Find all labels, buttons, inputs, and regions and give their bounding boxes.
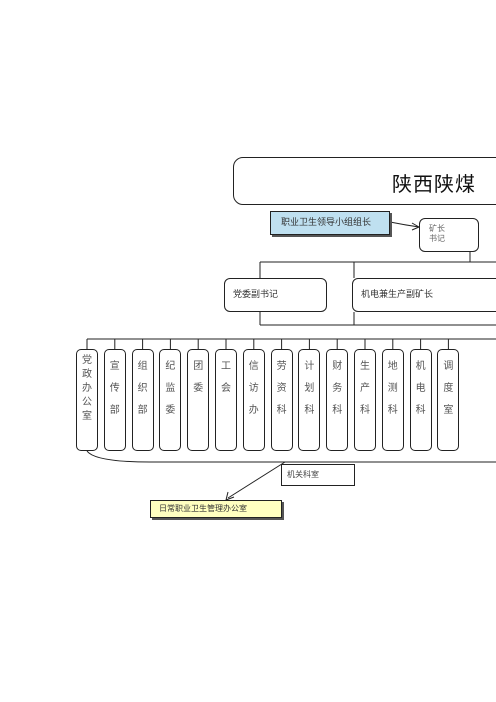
department-char: 党 [82,355,92,366]
mine-leader-line-2: 书记 [429,234,445,243]
jiguan-box: 机关科室 [281,464,355,486]
department-char: 产 [360,383,370,394]
department-char: 劳 [276,361,287,372]
department-char: 组 [137,361,148,372]
department-box: 信访办 [242,349,265,451]
department-char: 务 [332,383,343,394]
department-box: 党政办公室 [76,349,98,451]
department-box: 生产科 [354,349,376,451]
department-char: 室 [82,411,92,422]
department-box: 纪监委 [159,349,182,451]
department-char: 政 [82,369,92,380]
leader-group-box: 职业卫生领导小组组长 [270,211,390,235]
department-box: 调度室 [437,349,460,451]
department-char: 测 [387,383,398,394]
department-box: 宣传部 [103,349,126,451]
deputy-mine-manager-box: 机电兼生产副矿长 [352,278,496,312]
department-char: 科 [276,405,287,416]
deputy-secretary-box: 党委副书记 [224,278,327,312]
department-char: 会 [221,383,231,394]
department-char: 机 [415,361,426,372]
department-char: 宣 [109,361,120,372]
department-char: 科 [332,405,343,416]
department-char: 委 [193,383,204,394]
department-box: 地测科 [381,349,404,451]
department-char: 部 [109,405,120,416]
department-char: 公 [82,397,92,408]
department-box: 团委 [187,349,210,451]
department-char: 财 [332,361,343,372]
department-char: 生 [360,361,370,372]
department-box: 劳资科 [270,349,293,451]
department-char: 织 [137,383,148,394]
department-char: 委 [165,405,176,416]
department-char: 办 [82,383,92,394]
department-char: 计 [304,361,315,372]
org-title-box: 陕西陕煤 [233,157,496,205]
mine-leader-box: 矿长 书记 [419,218,479,252]
department-char: 传 [109,383,120,394]
department-box: 组织部 [131,349,154,451]
department-box: 工会 [215,349,237,451]
department-char: 部 [137,405,148,416]
department-char: 地 [387,361,398,372]
department-char: 团 [193,361,204,372]
department-char: 办 [248,405,259,416]
daily-office-box: 日常职业卫生管理办公室 [150,500,282,518]
department-char: 电 [415,383,426,394]
department-char: 访 [248,383,259,394]
department-char: 科 [415,405,426,416]
department-char: 资 [276,383,287,394]
department-char: 划 [304,383,315,394]
department-char: 信 [248,361,259,372]
department-char: 工 [221,361,231,372]
department-char: 调 [443,361,454,372]
org-title: 陕西陕煤 [392,172,476,196]
department-char: 室 [443,405,454,416]
department-char: 度 [443,383,454,394]
department-char: 监 [165,383,176,394]
department-char: 纪 [165,361,176,372]
department-box: 财务科 [326,349,349,451]
department-char: 科 [387,405,398,416]
department-char: 科 [304,405,315,416]
department-box: 计划科 [298,349,321,451]
department-box: 机电科 [409,349,432,451]
mine-leader-line-1: 矿长 [429,224,445,233]
department-char: 科 [360,405,370,416]
